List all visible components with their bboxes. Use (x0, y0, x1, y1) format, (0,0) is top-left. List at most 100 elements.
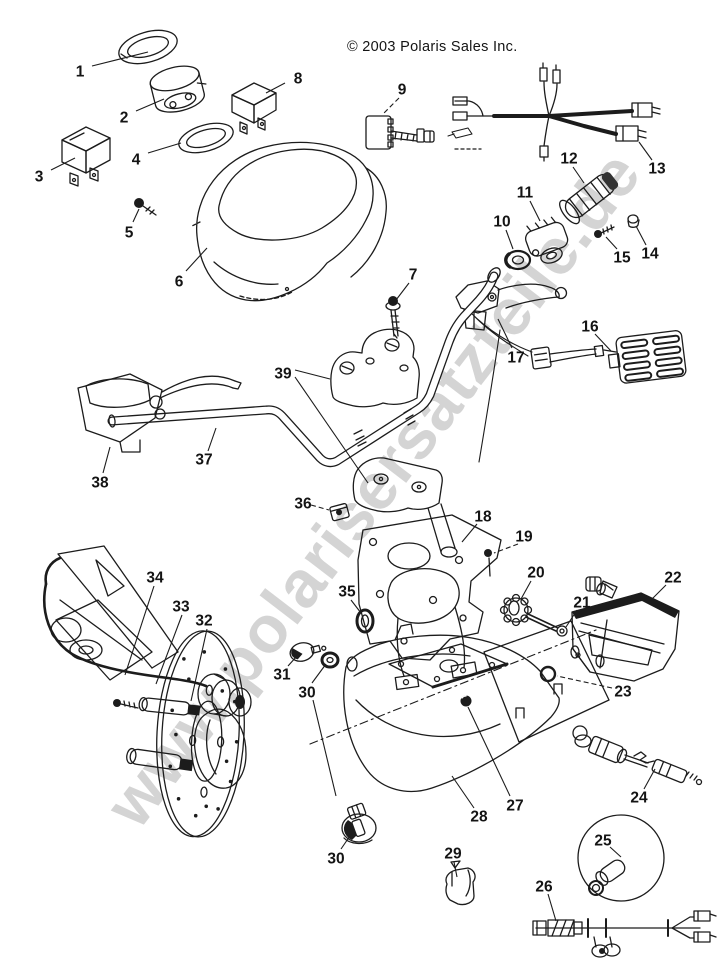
callout-leader-8 (265, 82, 286, 94)
callout-label-30: 30 (327, 851, 344, 868)
callout-leader-10 (505, 229, 514, 250)
callout-label-25: 25 (594, 833, 612, 850)
callout-label-12: 12 (560, 151, 577, 168)
part-bulb-socket-detail (577, 814, 665, 902)
callout-label-3: 3 (35, 169, 44, 186)
callout-label-2: 2 (120, 110, 129, 127)
part-nut-small (627, 214, 640, 228)
callout-label-5: 5 (125, 225, 134, 242)
callout-leader-23 (556, 675, 613, 689)
callout-label-23: 23 (614, 684, 632, 701)
callout-leader-27 (467, 706, 511, 797)
part-grommet (320, 651, 340, 669)
part-wiring-harness-upper (447, 62, 661, 162)
part-headlight-bulb (585, 576, 618, 599)
callout-leader-14 (635, 225, 647, 246)
callout-leader-12 (572, 166, 585, 184)
callout-leader-21 (565, 609, 578, 628)
part-cable-clip (445, 860, 476, 906)
callout-label-22: 22 (664, 570, 681, 587)
part-speedo-cable (42, 556, 208, 688)
callout-leader-7 (395, 282, 410, 301)
callout-leader-11 (529, 200, 541, 222)
callout-label-13: 13 (648, 161, 666, 178)
part-well-nut (460, 695, 472, 707)
callout-label-20: 20 (527, 565, 544, 582)
callout-label-33: 33 (172, 599, 190, 616)
line-art-layer (42, 29, 717, 958)
callout-leader-30 (340, 832, 353, 850)
part-handlebar-grip (559, 172, 619, 225)
callout-label-37: 37 (195, 452, 212, 469)
callout-leader-29 (453, 861, 458, 878)
callout-leader-13 (638, 141, 653, 161)
part-screw-cover (134, 198, 157, 216)
part-wiring-harness-lower (532, 910, 717, 958)
callout-leader-25 (609, 846, 622, 858)
part-speedo-adapter (113, 673, 252, 717)
callout-leader-38 (102, 446, 111, 474)
callout-label-27: 27 (506, 798, 523, 815)
callout-leader-31 (287, 655, 298, 667)
callout-leader-36 (310, 504, 330, 511)
callout-label-19: 19 (515, 529, 533, 546)
part-grommet-ring (355, 608, 375, 634)
callout-leader-34 (124, 585, 155, 676)
front-fork-frame (55, 545, 179, 681)
callout-leader-18 (461, 523, 478, 543)
part-bracket-screw (484, 549, 492, 577)
callout-leader-20 (520, 580, 532, 600)
part-speedo-drive (126, 696, 247, 789)
callout-label-15: 15 (613, 250, 631, 267)
callout-label-8: 8 (294, 71, 303, 88)
brake-disc (156, 630, 245, 838)
part-ignition-key-switch (572, 725, 703, 786)
callout-label-24: 24 (630, 790, 648, 807)
callout-leader-30 (311, 663, 327, 684)
callout-leader-16 (594, 333, 612, 352)
callout-leader-39 (294, 369, 331, 380)
callout-label-17: 17 (507, 350, 524, 367)
part-speedometer-gauge (149, 65, 207, 113)
callout-label-31: 31 (273, 667, 291, 684)
callout-leader-24 (643, 768, 656, 790)
callout-label-32: 32 (195, 613, 212, 630)
part-mounting-bracket (357, 514, 502, 691)
part-handlebar (107, 267, 501, 468)
part-ignition-switch-lower (341, 802, 377, 845)
part-clamp-bolt (385, 296, 401, 339)
callout-leader-37 (207, 427, 217, 452)
part-pod-cover (191, 141, 387, 302)
callout-label-38: 38 (91, 475, 109, 492)
callout-leader-2 (135, 98, 165, 112)
callout-leader-19 (493, 543, 519, 554)
callout-leader-1 (91, 51, 149, 67)
callout-label-35: 35 (338, 584, 356, 601)
callout-leader-6 (185, 247, 208, 272)
callout-leader-3 (50, 157, 76, 171)
part-grip-heater-element (530, 330, 687, 384)
part-relay-left (61, 126, 111, 187)
callout-leader-28 (451, 775, 475, 809)
callout-label-18: 18 (474, 509, 492, 526)
callout-label-39: 39 (274, 366, 292, 383)
callout-leader-4 (147, 142, 182, 154)
callout-label-4: 4 (132, 152, 141, 169)
part-dimmer-plug (289, 642, 327, 662)
callout-leader-30 (312, 699, 337, 797)
part-trim-ring-lower (178, 122, 234, 154)
callout-label-30: 30 (298, 685, 315, 702)
callout-label-26: 26 (535, 879, 553, 896)
callout-label-21: 21 (573, 595, 591, 612)
part-lower-pod-housing (309, 620, 610, 792)
part-headlight-adjuster-knob (499, 593, 558, 632)
callout-label-7: 7 (409, 267, 418, 284)
callout-leader-35 (350, 599, 362, 614)
callout-label-9: 9 (398, 82, 407, 99)
callout-leader-5 (132, 208, 140, 223)
part-screw-throttle (594, 224, 615, 238)
callout-label-11: 11 (517, 185, 534, 202)
callout-label-28: 28 (470, 809, 488, 826)
callout-leader-39 (294, 376, 369, 484)
